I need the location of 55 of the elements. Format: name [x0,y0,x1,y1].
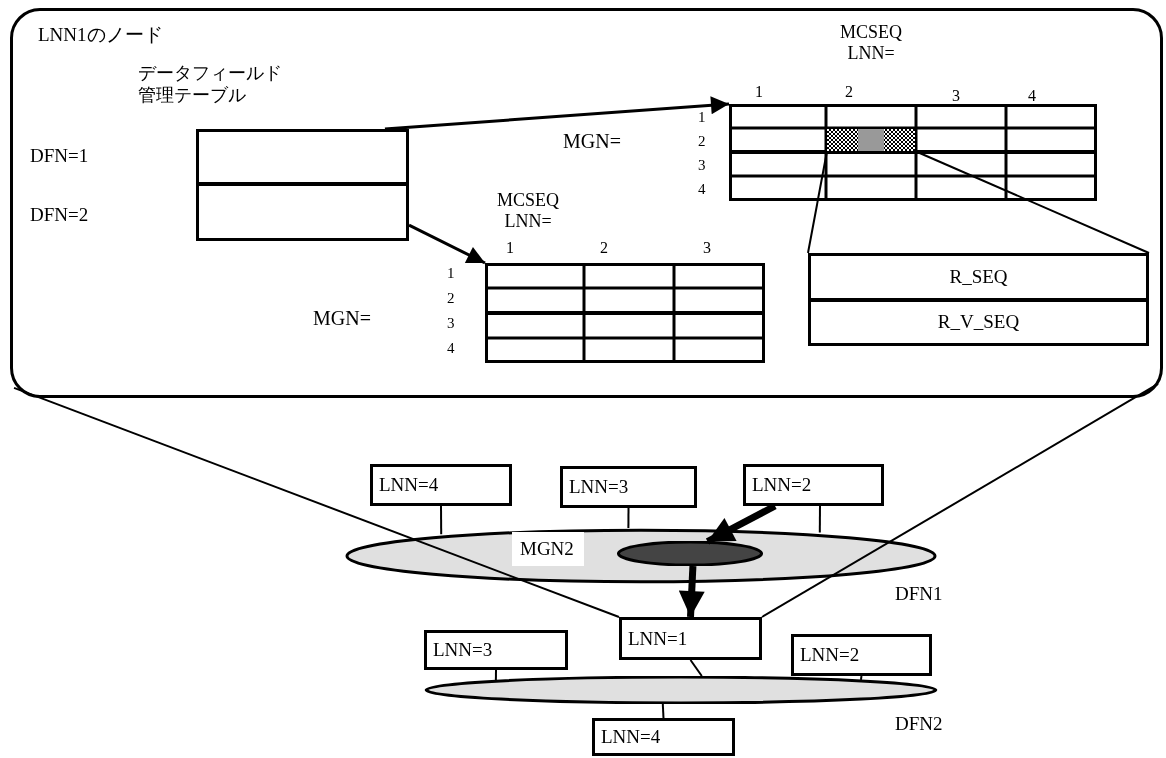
management-table [196,129,409,241]
node-panel [10,8,1163,398]
node-box: LNN=2 [743,464,884,506]
connector-line [627,507,630,529]
row-number: 3 [447,316,455,331]
connector-line [761,382,1160,618]
row-number: 2 [447,291,455,306]
row-number: 4 [698,182,706,197]
column-number: 1 [506,240,514,256]
node-box: LNN=2 [791,634,932,676]
row-number: 4 [447,341,455,356]
row-number: 3 [698,158,706,173]
node-box: LNN=3 [424,630,568,670]
connector-line [689,659,703,677]
side-label: DFN1 [895,582,943,606]
column-number: 4 [1028,88,1036,104]
arrow [384,96,730,131]
node-box: LNN=4 [592,718,735,756]
node-box: LNN=1 [619,617,762,660]
row-number: 1 [447,266,455,281]
column-number: 3 [952,88,960,104]
arrow [678,565,705,618]
column-number: 2 [600,240,608,256]
row-number: 1 [698,110,706,125]
side-label: DFN2 [895,712,943,736]
arrow [408,223,486,265]
connector-line [494,669,497,682]
table-heading: MCSEQ LNN= [840,22,902,64]
ellipse-label: MGN2 [512,532,584,566]
node-box: LNN=3 [560,466,697,508]
table-title: データフィールド管理テーブル [138,62,283,106]
axis-label: MGN= [563,131,621,151]
table-heading: MCSEQ LNN= [497,190,559,232]
row-label: DFN=1 [30,146,89,165]
field-name: R_V_SEQ [937,311,1020,334]
column-number: 1 [755,84,763,100]
table-grid [485,263,765,363]
column-number: 2 [845,84,853,100]
panel-heading: LNN1のノード [38,23,163,47]
row-number: 2 [698,134,706,149]
connector-line [661,703,665,719]
table-row [196,129,409,186]
connector-line [13,386,620,618]
node-box: LNN=4 [370,464,512,506]
connector-line [859,675,863,681]
connector-line [440,505,443,536]
field-name: R_SEQ [949,265,1008,288]
table-row [196,186,409,241]
record-box [808,253,1149,346]
connector-line [818,505,821,534]
highlighted-cell [827,129,915,151]
axis-label: MGN= [313,308,371,328]
row-label: DFN=2 [30,205,89,224]
column-number: 3 [703,240,711,256]
table-grid [729,104,1097,201]
